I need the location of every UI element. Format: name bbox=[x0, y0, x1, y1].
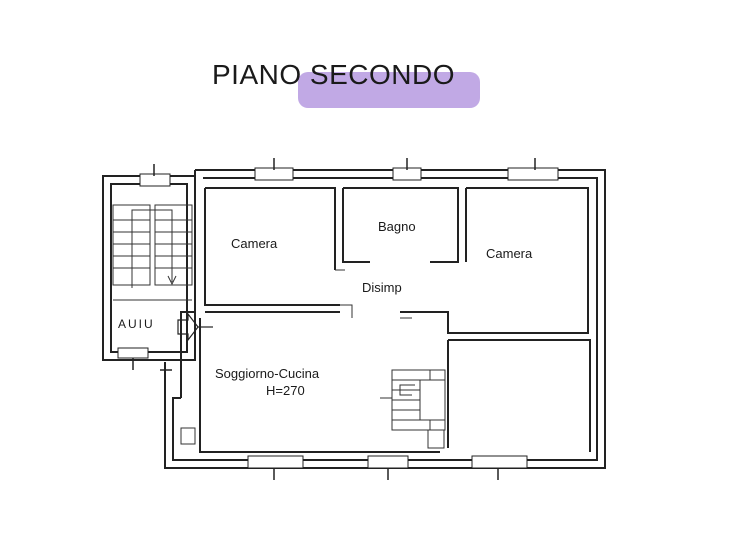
stair-sign-label: AUIU bbox=[118, 317, 155, 331]
room-label-camera-right: Camera bbox=[486, 246, 533, 261]
room-label-camera-left: Camera bbox=[231, 236, 278, 251]
staircase-interior bbox=[380, 369, 446, 449]
room-label-soggiorno: Soggiorno-Cucina bbox=[215, 366, 320, 381]
column-box bbox=[180, 427, 196, 445]
title-highlight bbox=[298, 72, 480, 108]
room-label-disimp: Disimp bbox=[362, 280, 402, 295]
page-title: PIANO SECONDO bbox=[212, 59, 455, 90]
entrance-marks bbox=[160, 362, 172, 380]
staircase-left bbox=[112, 204, 193, 301]
interior-walls bbox=[180, 187, 591, 453]
window-ticks bbox=[132, 158, 536, 480]
room-label-bagno: Bagno bbox=[378, 219, 416, 234]
windows bbox=[117, 167, 559, 469]
arrow-icon bbox=[177, 312, 213, 342]
room-height-label: H=270 bbox=[266, 383, 305, 398]
outer-walls bbox=[102, 169, 606, 469]
